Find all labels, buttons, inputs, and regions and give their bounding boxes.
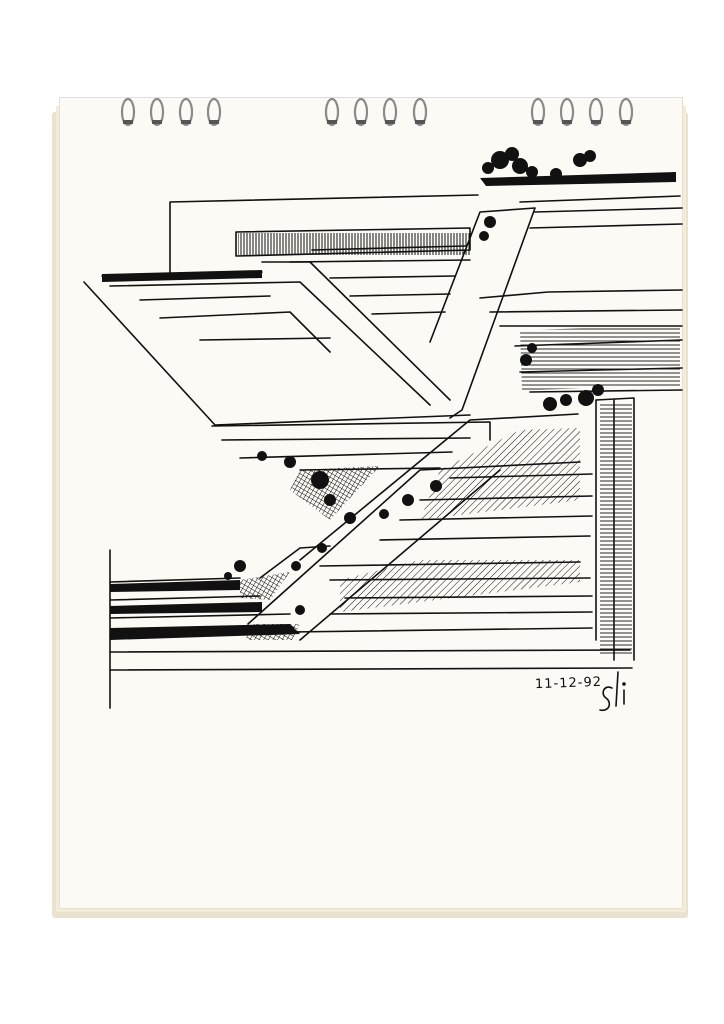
foliage	[224, 147, 604, 615]
spiral-binding	[120, 97, 634, 127]
upper-wall-outline	[169, 194, 479, 273]
hatched-wall	[238, 233, 470, 255]
signature-mark	[599, 671, 626, 712]
drawing-date: 11-12-92	[534, 674, 603, 693]
